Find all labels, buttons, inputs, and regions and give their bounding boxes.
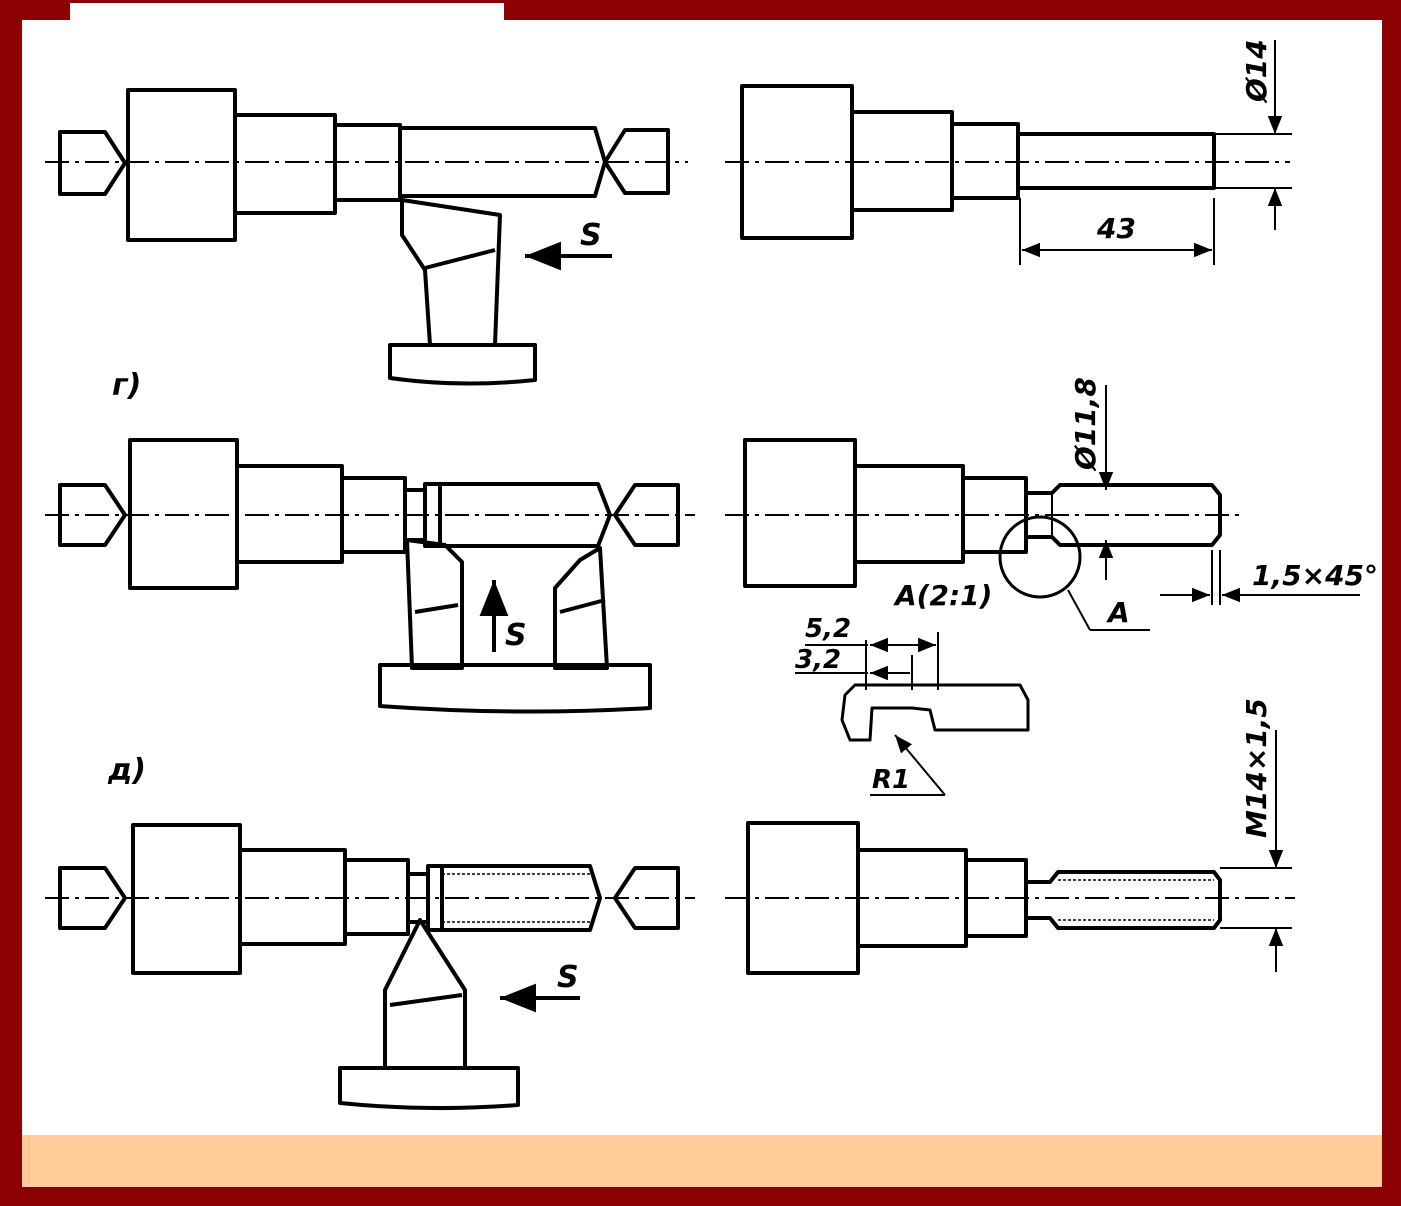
dim-width-3-2: 3,2 bbox=[795, 645, 841, 675]
row3-setup bbox=[58, 823, 680, 1111]
dim-chamfer: 1,5×45° bbox=[1252, 559, 1378, 592]
row1-result bbox=[740, 40, 1292, 265]
stage-label-g: г) bbox=[112, 368, 141, 403]
feed-label-row2: S bbox=[505, 618, 527, 653]
row1-setup bbox=[58, 88, 670, 386]
axis-lines bbox=[45, 161, 1295, 899]
feed-label-row1: S bbox=[580, 218, 602, 253]
slide-tab bbox=[70, 3, 504, 21]
dim-length-43: 43 bbox=[1096, 212, 1136, 245]
dim-radius: R1 bbox=[872, 765, 910, 795]
detail-mark: A bbox=[1106, 596, 1130, 629]
detail-reference: A(2:1) bbox=[893, 579, 992, 612]
footer-band bbox=[22, 1135, 1382, 1187]
feed-label-row3: S bbox=[557, 960, 579, 995]
row3-result bbox=[746, 730, 1292, 975]
stage-label-d: д) bbox=[107, 753, 146, 788]
drawing-sheet bbox=[22, 20, 1382, 1135]
row2-setup bbox=[58, 438, 680, 714]
dim-width-5-2: 5,2 bbox=[805, 614, 851, 644]
dim-diameter-14: Ø14 bbox=[1240, 39, 1273, 104]
dim-diameter-11-8: Ø11,8 bbox=[1069, 377, 1102, 472]
row2-result bbox=[743, 385, 1360, 796]
dim-thread: M14×1,5 bbox=[1240, 698, 1273, 838]
